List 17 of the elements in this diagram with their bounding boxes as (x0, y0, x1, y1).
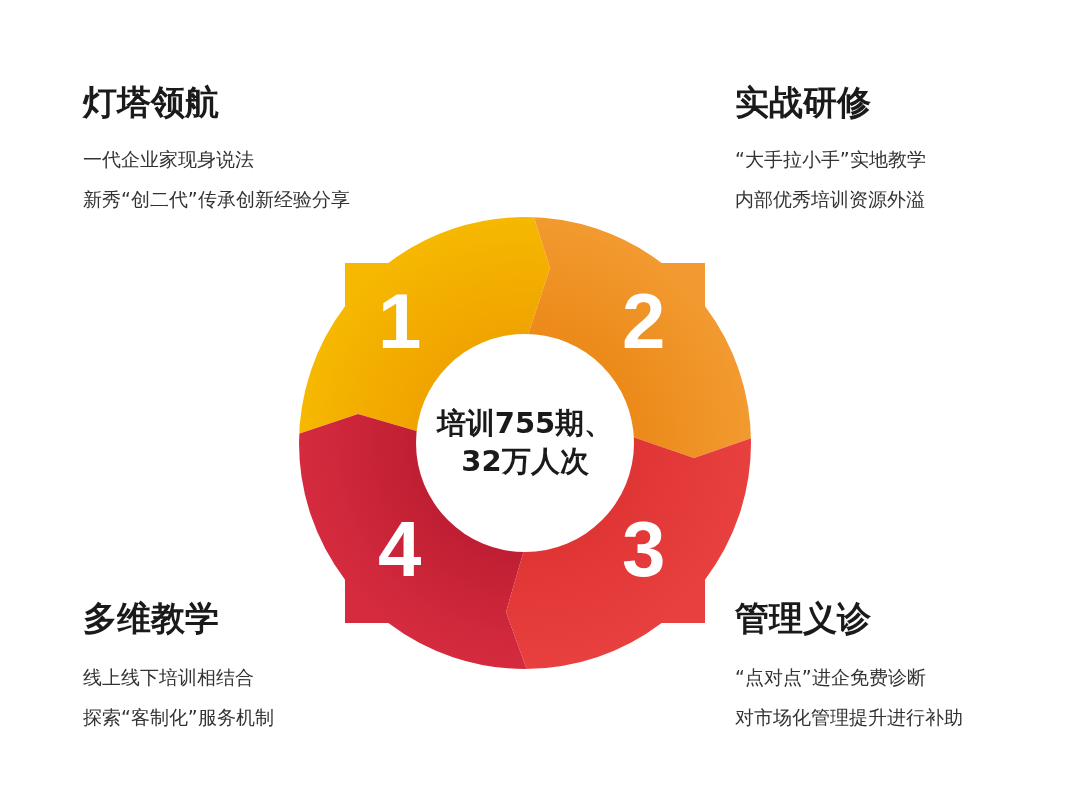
description-line: 新秀“创二代”传承创新经验分享 (83, 188, 350, 211)
section-heading: 多维教学 (83, 598, 219, 639)
description-line: 线上线下培训相结合 (83, 666, 254, 689)
step-number: 3 (622, 510, 666, 588)
description-line: 对市场化管理提升进行补助 (735, 706, 963, 729)
description-line: 内部优秀培训资源外溢 (735, 188, 925, 211)
step-number: 1 (378, 282, 422, 360)
description-line: “点对点”进企免费诊断 (735, 666, 926, 689)
description-line: 探索“客制化”服务机制 (83, 706, 274, 729)
description-line: “大手拉小手”实地教学 (735, 148, 926, 171)
section-heading: 实战研修 (735, 82, 871, 123)
step-number: 2 (622, 282, 666, 360)
description-line: 一代企业家现身说法 (83, 148, 254, 171)
section-heading: 灯塔领航 (83, 82, 219, 123)
step-number: 4 (378, 510, 422, 588)
center-text: 培训755期、32万人次 (435, 405, 615, 480)
section-heading: 管理义诊 (735, 598, 871, 639)
